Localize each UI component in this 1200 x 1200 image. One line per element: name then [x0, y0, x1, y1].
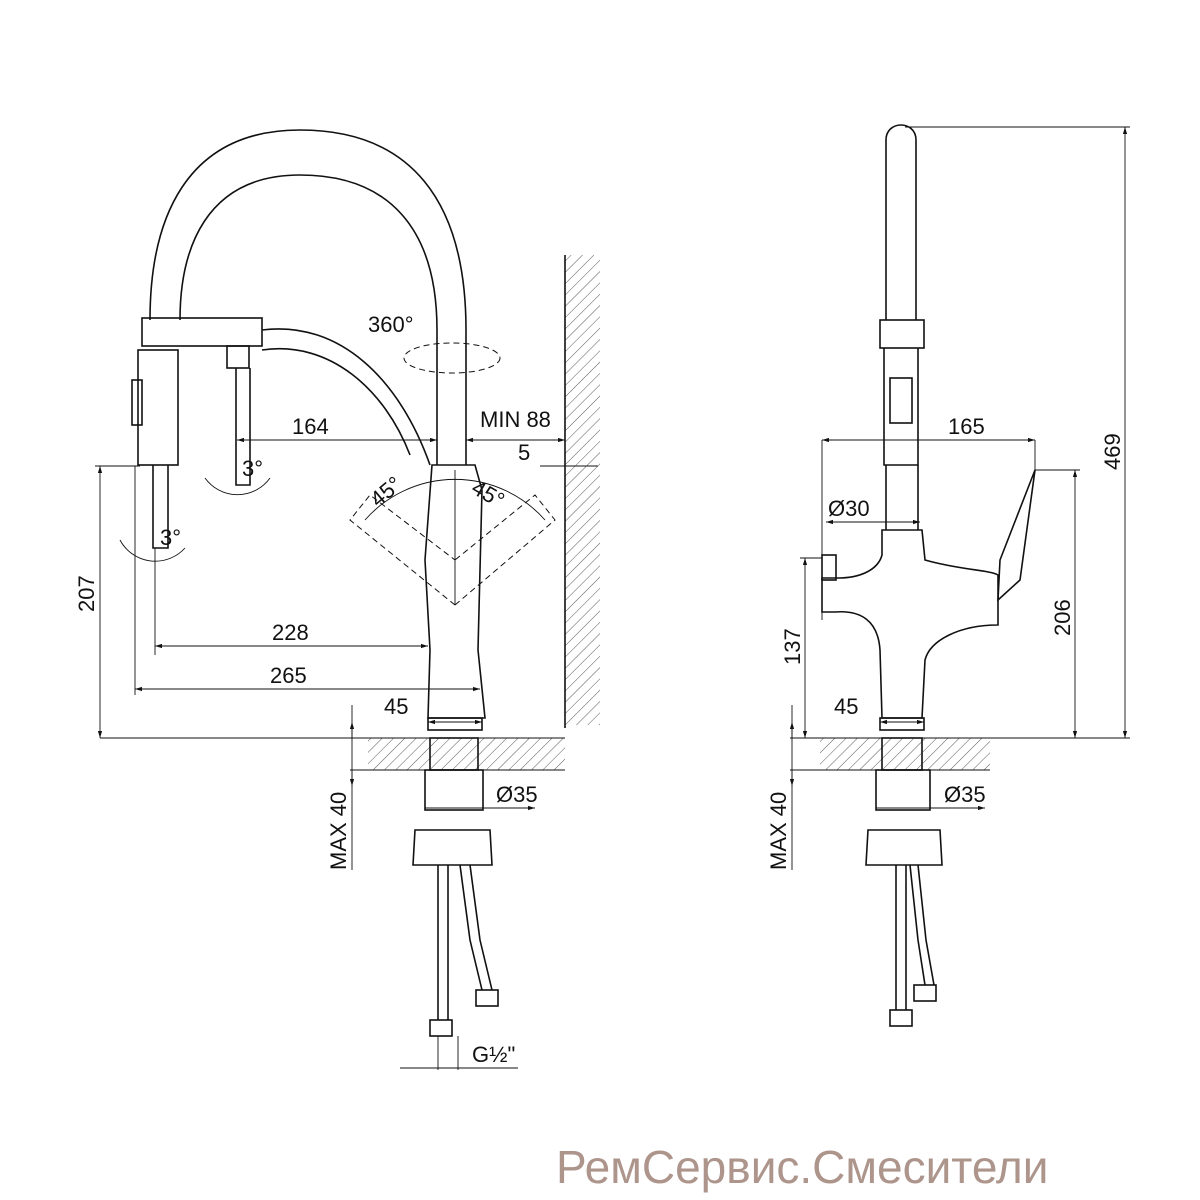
side-view: 164 MIN 88 5 360° 45° 45° 3° 3° 207 228 … [74, 129, 600, 1070]
dim-469: 469 [1100, 433, 1125, 470]
rotation-label: 360° [368, 312, 414, 337]
faucet-body [424, 464, 486, 719]
countertop-section-front [820, 738, 990, 770]
faucet-body-front [821, 529, 999, 719]
hose-left [437, 865, 449, 1020]
dim-265: 265 [270, 663, 307, 688]
lever-front [997, 469, 1036, 602]
dim-45-front: 45 [834, 694, 858, 719]
front-view: 469 165 Ø30 137 206 45 MAX 40 Ø35 [766, 124, 1130, 1027]
dim-min88: MIN 88 [480, 407, 551, 432]
angle-left: 45° [365, 471, 407, 512]
wall-hatch [565, 255, 600, 725]
dim-137: 137 [780, 628, 805, 665]
watermark: РемСервис.Смесители [556, 1141, 1048, 1193]
dim-45: 45 [384, 694, 408, 719]
dim-d35: Ø35 [496, 782, 538, 807]
dim-max40: MAX 40 [326, 792, 351, 870]
mounting-nut-front [865, 829, 943, 866]
hose-right [459, 864, 493, 991]
dim-d30: Ø30 [828, 496, 870, 521]
spray-button [889, 377, 913, 424]
spout-front [885, 124, 917, 320]
tilt-angle-2: 3° [160, 525, 181, 550]
dim-g12: G½" [472, 1042, 515, 1067]
dim-164: 164 [292, 414, 329, 439]
spray-head-top [141, 317, 263, 347]
dim-165: 165 [948, 414, 985, 439]
dim-d35-front: Ø35 [944, 782, 986, 807]
dim-228: 228 [272, 620, 309, 645]
dim-207: 207 [74, 575, 99, 612]
dim-5: 5 [518, 440, 530, 465]
mounting-nut [412, 829, 493, 866]
spout-outer [179, 174, 438, 465]
tilt-angle-1: 3° [242, 456, 263, 481]
rotation-indicator [403, 342, 501, 374]
dim-max40-front: MAX 40 [766, 792, 791, 870]
countertop-section [368, 738, 565, 770]
spray-head [137, 349, 179, 466]
spout-inner [149, 129, 467, 465]
hose-front-1 [895, 865, 907, 1010]
dim-206: 206 [1050, 599, 1075, 636]
hose-front-2 [909, 864, 935, 986]
